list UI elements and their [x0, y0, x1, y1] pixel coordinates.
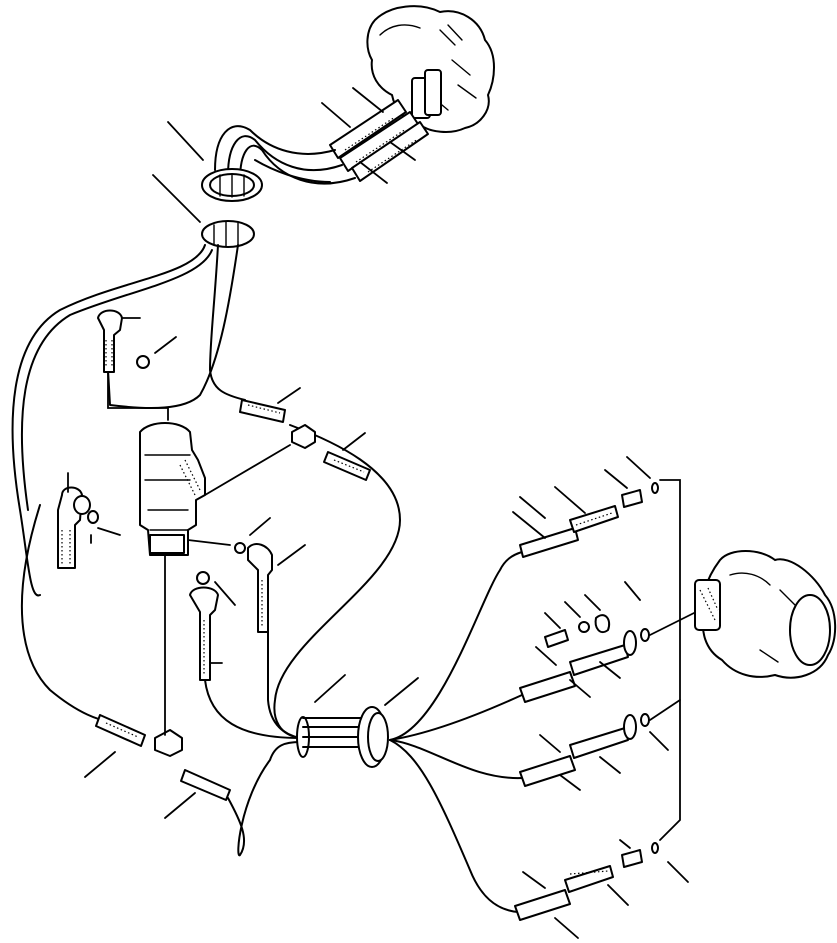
callout-leader-lines: [67, 87, 689, 939]
swivel-connection-lines: [97, 371, 301, 857]
right-hose-runs: [389, 551, 523, 913]
upper-hose-fittings: [329, 99, 429, 182]
right-travel-motor: [694, 550, 837, 679]
hose-clamp-upper-2: [201, 220, 255, 248]
motor-feed-lines: [649, 479, 701, 841]
hose-clamp-lower-2: [357, 706, 389, 768]
center-bottom-fittings: [189, 542, 273, 681]
right-hose-fittings: [514, 505, 629, 921]
hose-clamp-lower-1: [296, 716, 376, 758]
upper-left-fitting: [97, 309, 150, 373]
small-hose-fittings-mid: [95, 399, 371, 801]
adapters-and-orings: [544, 482, 659, 868]
long-hose-runs: [11, 244, 401, 739]
center-swivel-joint: [139, 422, 206, 556]
left-elbow-fitting: [57, 486, 99, 569]
hose-clamp-upper-1: [201, 168, 263, 202]
tee-fittings: [154, 424, 316, 757]
upper-hose-bundle: [214, 125, 356, 185]
